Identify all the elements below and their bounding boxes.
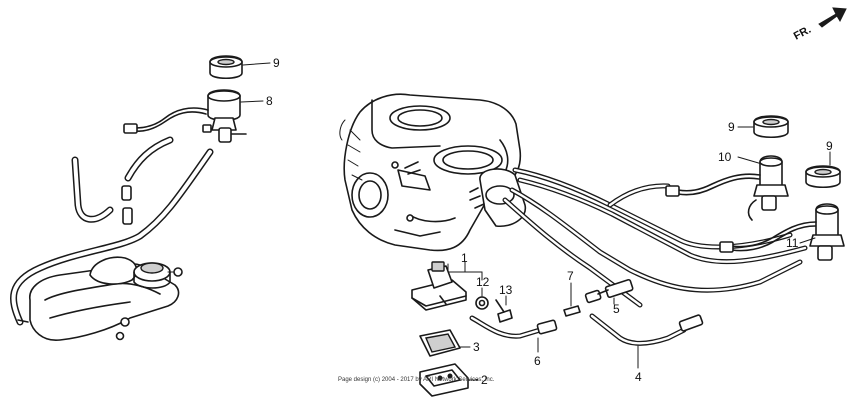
callout-9-left: 9 <box>273 56 280 70</box>
part-13-bolt: 13 <box>495 283 513 323</box>
callout-10: 10 <box>718 150 732 164</box>
callout-9-right-lower: 9 <box>826 139 833 153</box>
callout-7: 7 <box>567 269 574 283</box>
callout-1: 1 <box>461 251 468 265</box>
part-4-hose: 4 <box>589 313 704 384</box>
callout-3: 3 <box>473 340 480 354</box>
part-5-connector: 5 <box>584 278 634 316</box>
callout-5: 5 <box>613 302 620 316</box>
callout-4: 4 <box>635 370 642 384</box>
front-direction-indicator: FR. <box>792 7 847 43</box>
callout-13: 13 <box>499 283 513 297</box>
callout-8: 8 <box>266 94 273 108</box>
grommet-9-left: 9 <box>209 55 280 80</box>
throttle-body-assembly <box>339 93 527 252</box>
part-7-joint: 7 <box>563 269 581 317</box>
callout-11: 11 <box>786 236 799 250</box>
part-2-case: 2 <box>419 363 488 397</box>
part-12-nut: 12 <box>475 275 490 310</box>
grommet-9-right-lower: 9 <box>805 139 841 189</box>
callout-6: 6 <box>534 354 541 368</box>
solenoid-valve-8: 8 <box>123 89 273 143</box>
solenoid-valve-11: 11 <box>719 203 845 261</box>
callout-2: 2 <box>481 373 488 387</box>
grommet-9-right-upper: 9 <box>728 115 789 139</box>
part-6-hose: 6 <box>469 315 558 368</box>
left-intake-assembly <box>10 136 214 341</box>
copyright-notice: Page design (c) 2004 - 2017 by ARI Netwo… <box>338 377 495 383</box>
front-arrow-icon <box>818 7 847 28</box>
solenoid-valve-10: 10 <box>665 150 789 221</box>
part-3-filter: 3 <box>419 329 480 357</box>
callout-9-right-upper: 9 <box>728 120 735 134</box>
callout-12: 12 <box>476 275 490 289</box>
vacuum-tubes <box>502 167 808 308</box>
part-1-sensor-bracket: 1 <box>411 251 483 311</box>
fr-label: FR. <box>792 24 813 43</box>
